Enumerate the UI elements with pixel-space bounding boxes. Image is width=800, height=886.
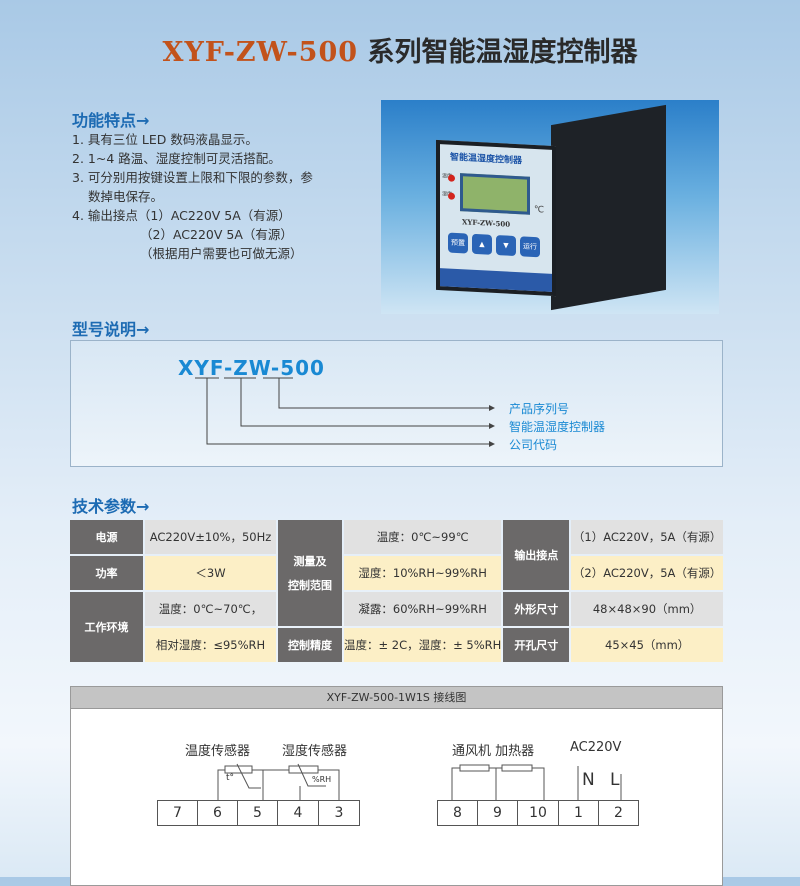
title-model: XYF-ZW-500 xyxy=(162,37,359,68)
feature-item: 3. 可分别用按键设置上限和下限的参数，参 xyxy=(72,170,313,185)
model-leader-lines xyxy=(195,377,495,447)
wiring-title: XYF-ZW-500-1W1S 接线图 xyxy=(71,687,722,709)
panel-model: XYF-ZW-500 xyxy=(462,217,511,229)
panel-stripe xyxy=(440,268,552,292)
hum-sensor-label: 湿度传感器 xyxy=(282,744,348,759)
rh-mark: %RH xyxy=(312,775,332,784)
model-explain-box: XYF-ZW-500 产品序列号 智能温湿度控制器 公司代码 xyxy=(70,340,723,467)
terminal: 4 xyxy=(277,800,319,826)
terminal: 3 xyxy=(318,800,360,826)
ac-label: AC220V xyxy=(570,740,622,755)
table-row: 相对湿度：≤95%RH 控制精度 温度：± 2C，湿度：± 5%RH 开孔尺寸 … xyxy=(70,628,723,662)
spec-label: 功率 xyxy=(70,556,143,590)
spec-value: 45×45（mm） xyxy=(571,628,723,662)
wiring-diagram: XYF-ZW-500-1W1S 接线图 xyxy=(70,686,723,886)
terminal: 2 xyxy=(598,800,639,826)
spec-value: 温度：0℃~70℃， xyxy=(145,592,276,626)
model-heading: 型号说明→ xyxy=(72,320,150,339)
preset-button: 预置 xyxy=(448,232,468,254)
spec-label: 外形尺寸 xyxy=(503,592,570,626)
spec-label: 测量及控制范围 xyxy=(278,520,342,626)
terminal: 10 xyxy=(517,800,559,826)
live-label: L xyxy=(610,770,620,790)
feature-item: 1. 具有三位 LED 数码液晶显示。 xyxy=(72,132,258,147)
table-row: 电源 AC220V±10%，50Hz 测量及控制范围 温度：0℃~99℃ 输出接… xyxy=(70,520,723,626)
feature-item: （根据用户需要也可做无源） xyxy=(140,246,303,261)
neutral-label: N xyxy=(582,770,595,790)
spec-value: ＜3W xyxy=(145,556,276,590)
feature-item: 4. 输出接点（1）AC220V 5A（有源） xyxy=(72,208,291,223)
run-button: 运行 xyxy=(520,236,540,258)
feature-item: （2）AC220V 5A（有源） xyxy=(140,227,293,242)
spec-value: （2）AC220V，5A（有源） xyxy=(571,556,723,590)
terminal: 7 xyxy=(157,800,198,826)
t-mark: t° xyxy=(226,773,235,783)
model-label-company: 公司代码 xyxy=(509,438,558,452)
spec-value: AC220V±10%，50Hz xyxy=(145,520,276,554)
temp-sensor-label: 温度传感器 xyxy=(185,744,251,759)
device-front-panel: 智能温湿度控制器 温度 湿度 ℃ XYF-ZW-500 预置 ▲ ▼ 运行 xyxy=(436,139,556,297)
wiring-lines xyxy=(217,763,622,800)
lcd-display xyxy=(460,173,530,215)
features-heading: 功能特点→ xyxy=(72,111,150,130)
led-indicator xyxy=(448,192,455,200)
led-indicator xyxy=(448,174,455,182)
model-label-serial: 产品序列号 xyxy=(509,402,570,416)
spec-value: 48×48×90（mm） xyxy=(571,592,723,626)
model-code: XYF-ZW-500 xyxy=(178,356,325,380)
features-list: 1. 具有三位 LED 数码液晶显示。 2. 1~4 路温、湿度控制可灵活搭配。… xyxy=(72,130,313,263)
spec-value: （1）AC220V，5A（有源） xyxy=(571,520,723,554)
terminal: 8 xyxy=(437,800,478,826)
spec-value: 温度：0℃~99℃ xyxy=(344,520,502,554)
page-title: XYF-ZW-500 系列智能温湿度控制器 xyxy=(0,30,800,69)
product-photo: 智能温湿度控制器 温度 湿度 ℃ XYF-ZW-500 预置 ▲ ▼ 运行 xyxy=(381,100,719,314)
spec-label: 输出接点 xyxy=(503,520,570,590)
spec-label: 开孔尺寸 xyxy=(503,628,570,662)
model-label-product: 智能温湿度控制器 xyxy=(509,420,606,434)
table-row: 工作环境 温度：0℃~70℃， 凝露：60%RH~99%RH 外形尺寸 48×4… xyxy=(70,592,723,662)
terminal: 5 xyxy=(237,800,278,826)
terminal: 9 xyxy=(477,800,518,826)
spec-value: 温度：± 2C，湿度：± 5%RH xyxy=(344,628,502,662)
title-suffix: 系列智能温湿度控制器 xyxy=(367,37,638,68)
table-row: 功率 ＜3W 湿度：10%RH~99%RH （2）AC220V，5A（有源） xyxy=(70,556,723,590)
device-body xyxy=(551,104,666,311)
spec-label: 电源 xyxy=(70,520,143,554)
up-button: ▲ xyxy=(472,233,492,255)
unit-label: ℃ xyxy=(534,204,545,216)
down-button: ▼ xyxy=(496,235,516,257)
spec-label: 工作环境 xyxy=(70,592,143,662)
specs-heading: 技术参数→ xyxy=(72,497,150,516)
panel-title: 智能温湿度控制器 xyxy=(450,152,523,167)
terminal: 1 xyxy=(558,800,599,826)
spec-value: 湿度：10%RH~99%RH xyxy=(344,556,502,590)
feature-item: 2. 1~4 路温、湿度控制可灵活搭配。 xyxy=(72,151,281,166)
spec-label: 控制精度 xyxy=(278,628,342,662)
spec-value: 凝露：60%RH~99%RH xyxy=(344,592,502,626)
spec-table: 电源 AC220V±10%，50Hz 测量及控制范围 温度：0℃~99℃ 输出接… xyxy=(68,518,725,664)
fan-heater-label: 通风机 加热器 xyxy=(452,744,535,759)
terminal: 6 xyxy=(197,800,238,826)
feature-item: 数掉电保存。 xyxy=(88,189,164,204)
spec-value: 相对湿度：≤95%RH xyxy=(145,628,276,662)
